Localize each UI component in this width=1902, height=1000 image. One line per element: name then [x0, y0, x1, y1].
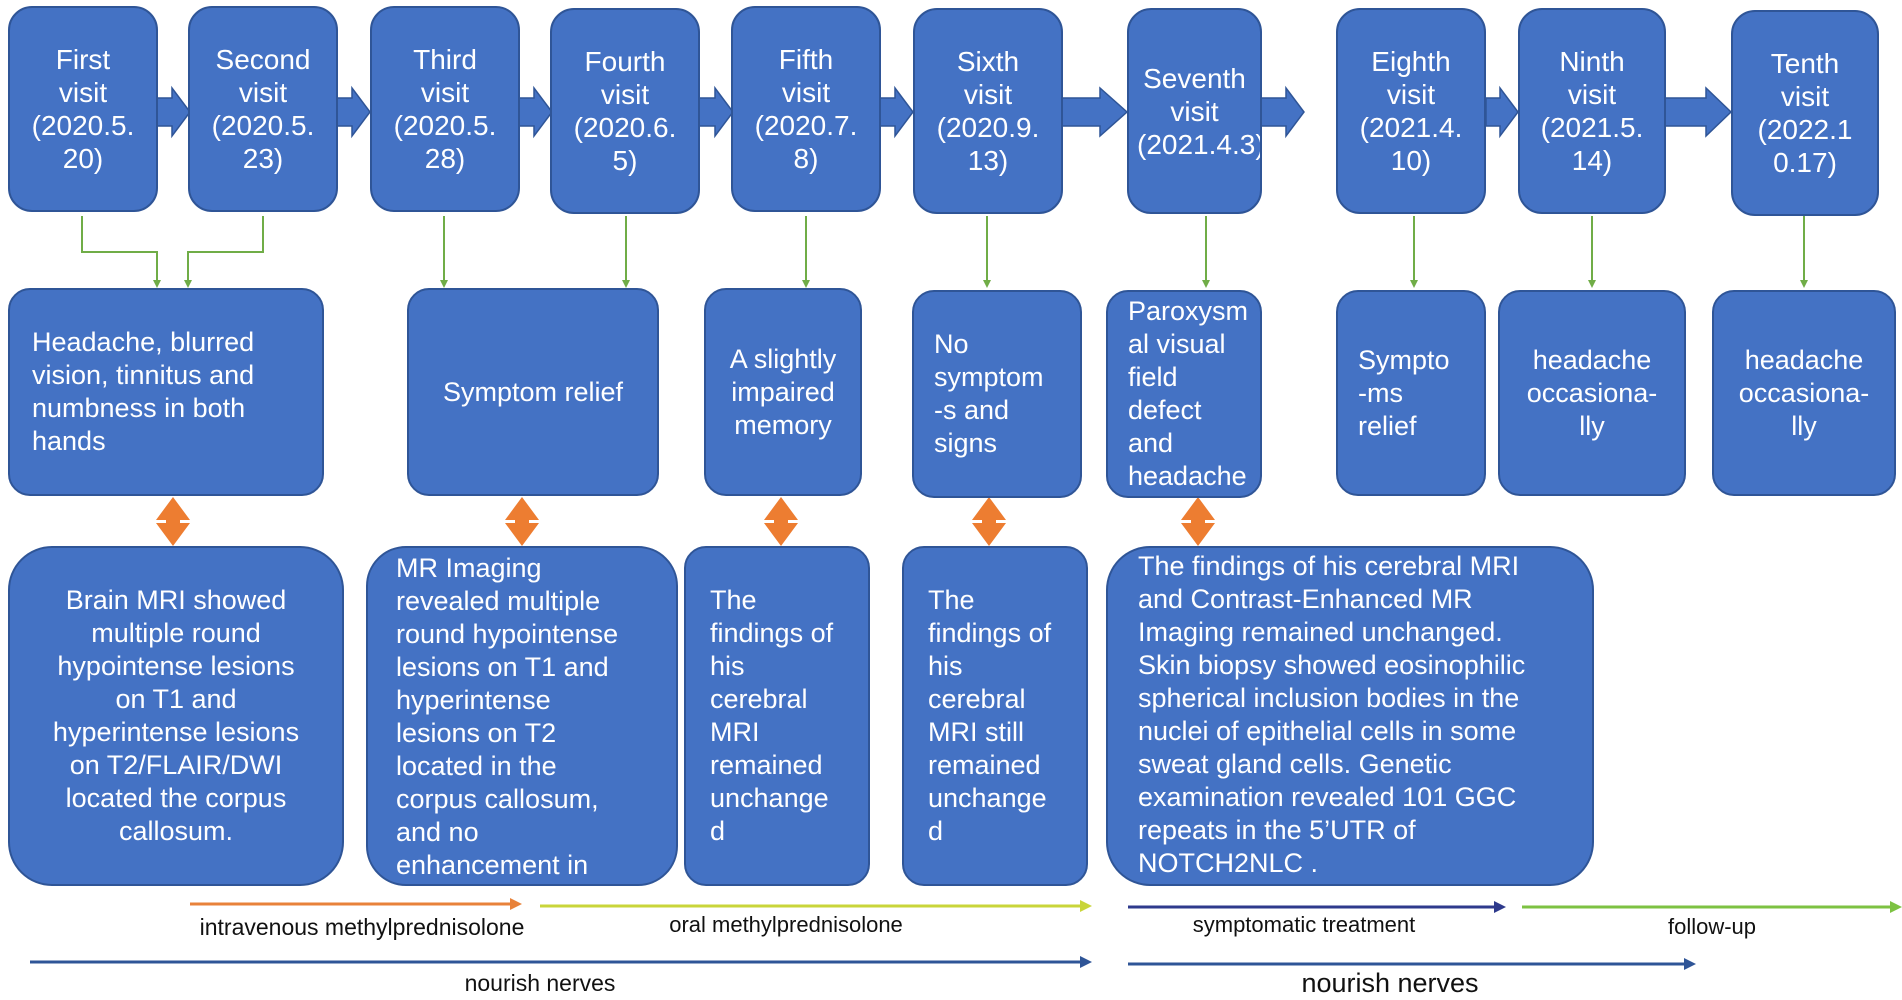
visit-box: First visit (2020.5. 20) [8, 6, 158, 212]
visit-label: Tenth visit (2022.1 0.17) [1757, 48, 1853, 178]
visit-box: Sixth visit (2020.9. 13) [913, 8, 1063, 214]
symptom-box: headache occasiona- lly [1498, 290, 1686, 496]
flow-arrow-9-10 [1663, 86, 1733, 138]
finding-text: Brain MRI showed multiple round hypointe… [52, 585, 300, 846]
symptom-text: Symptom relief [442, 376, 624, 407]
double-arrow-icon [764, 497, 798, 546]
symptom-text: Headache, blurred vision, tinnitus and n… [32, 327, 255, 456]
finding-box: Brain MRI showed multiple round hypointe… [8, 546, 344, 886]
treatment-label-follow-up: follow-up [1667, 914, 1757, 939]
visit-box: Tenth visit (2022.1 0.17) [1731, 10, 1879, 216]
flow-arrow-2-3 [335, 85, 371, 139]
visit-box: Ninth visit (2021.5. 14) [1518, 8, 1666, 214]
visit-label: Sixth visit (2020.9. 13) [936, 46, 1040, 176]
symptom-text: Paroxysm al visual field defect and head… [1128, 296, 1249, 491]
symptom-box: Sympto -ms relief [1336, 290, 1486, 496]
arrow-head-icon [1494, 901, 1506, 913]
visit-symptom-connectors [81, 216, 1808, 288]
treatment-period-lines [30, 902, 1896, 966]
treatment-label-nourish-2: nourish nerves [1301, 968, 1479, 998]
treatment-label-nourish-1: nourish nerves [464, 970, 616, 996]
finding-text: The findings of his cerebral MRI remaine… [710, 585, 834, 846]
symptom-finding-links [156, 497, 1215, 546]
connector-visit2 [184, 216, 264, 288]
symptom-box: A slightly impaired memory [704, 288, 862, 496]
visit-box: Eighth visit (2021.4. 10) [1336, 8, 1486, 214]
arrow-head-icon [1890, 901, 1902, 913]
finding-text: The findings of his cerebral MRI still r… [928, 585, 1052, 846]
double-arrow-icon [505, 497, 539, 546]
flow-arrow-3-4 [517, 85, 553, 139]
flow-arrow-6-7 [1061, 86, 1129, 138]
visit-box: Seventh visit (2021.4.3) [1127, 8, 1262, 214]
visit-label: Seventh visit (2021.4.3) [1137, 62, 1262, 160]
visit-label: Fourth visit (2020.6. 5) [573, 46, 677, 176]
double-arrow-icon [1181, 497, 1215, 546]
finding-box: The findings of his cerebral MRI remaine… [684, 546, 870, 886]
symptom-text: headache occasiona- lly [1526, 344, 1658, 441]
symptom-text: No symptom -s and signs [934, 329, 1044, 458]
symptom-box: Paroxysm al visual field defect and head… [1106, 290, 1262, 498]
flow-arrow-1-2 [155, 85, 191, 139]
symptom-box: No symptom -s and signs [912, 290, 1082, 498]
treatment-label-intravenous: intravenous methylprednisolone [199, 914, 525, 940]
symptom-text: headache occasiona- lly [1738, 344, 1870, 441]
visit-flow-arrows [155, 85, 1733, 139]
double-arrow-icon [156, 497, 190, 546]
flow-arrow-7-8 [1259, 85, 1305, 139]
double-arrow-icon [972, 497, 1006, 546]
visit-label: Second visit (2020.5. 23) [211, 44, 315, 174]
arrow-head-icon [1080, 956, 1092, 968]
visit-label: Eighth visit (2021.4. 10) [1359, 46, 1463, 176]
flow-arrow-4-5 [698, 85, 734, 139]
visit-box: Second visit (2020.5. 23) [188, 6, 338, 212]
symptom-box: headache occasiona- lly [1712, 290, 1896, 496]
visit-label: First visit (2020.5. 20) [31, 44, 135, 174]
finding-text: The findings of his cerebral MRI and Con… [1138, 551, 1526, 878]
finding-box: The findings of his cerebral MRI and Con… [1106, 546, 1594, 886]
arrow-head-icon [1684, 958, 1696, 970]
visit-box: Fifth visit (2020.7. 8) [731, 6, 881, 212]
symptom-box: Headache, blurred vision, tinnitus and n… [8, 288, 324, 496]
visit-box: Third visit (2020.5. 28) [370, 6, 520, 212]
arrow-head-icon [1080, 900, 1092, 912]
treatment-arrow-heads [510, 898, 1902, 970]
visit-label: Fifth visit (2020.7. 8) [754, 44, 858, 174]
treatment-label-oral: oral methylprednisolone [669, 912, 903, 937]
symptom-text: Sympto -ms relief [1358, 344, 1450, 441]
visit-label: Ninth visit (2021.5. 14) [1540, 46, 1644, 176]
finding-box: MR Imaging revealed multiple round hypoi… [366, 546, 678, 886]
arrow-head-icon [510, 898, 522, 910]
symptom-box: Symptom relief [407, 288, 659, 496]
visit-box: Fourth visit (2020.6. 5) [550, 8, 700, 214]
visit-label: Third visit (2020.5. 28) [393, 44, 497, 174]
symptom-text: A slightly impaired memory [729, 343, 837, 440]
connector-visit1 [81, 216, 161, 288]
finding-box: The findings of his cerebral MRI still r… [902, 546, 1088, 886]
flow-arrow-8-9 [1485, 85, 1519, 139]
treatment-label-symptomatic: symptomatic treatment [1192, 912, 1416, 937]
flow-arrow-5-6 [878, 85, 914, 139]
finding-text: MR Imaging revealed multiple round hypoi… [396, 553, 619, 880]
